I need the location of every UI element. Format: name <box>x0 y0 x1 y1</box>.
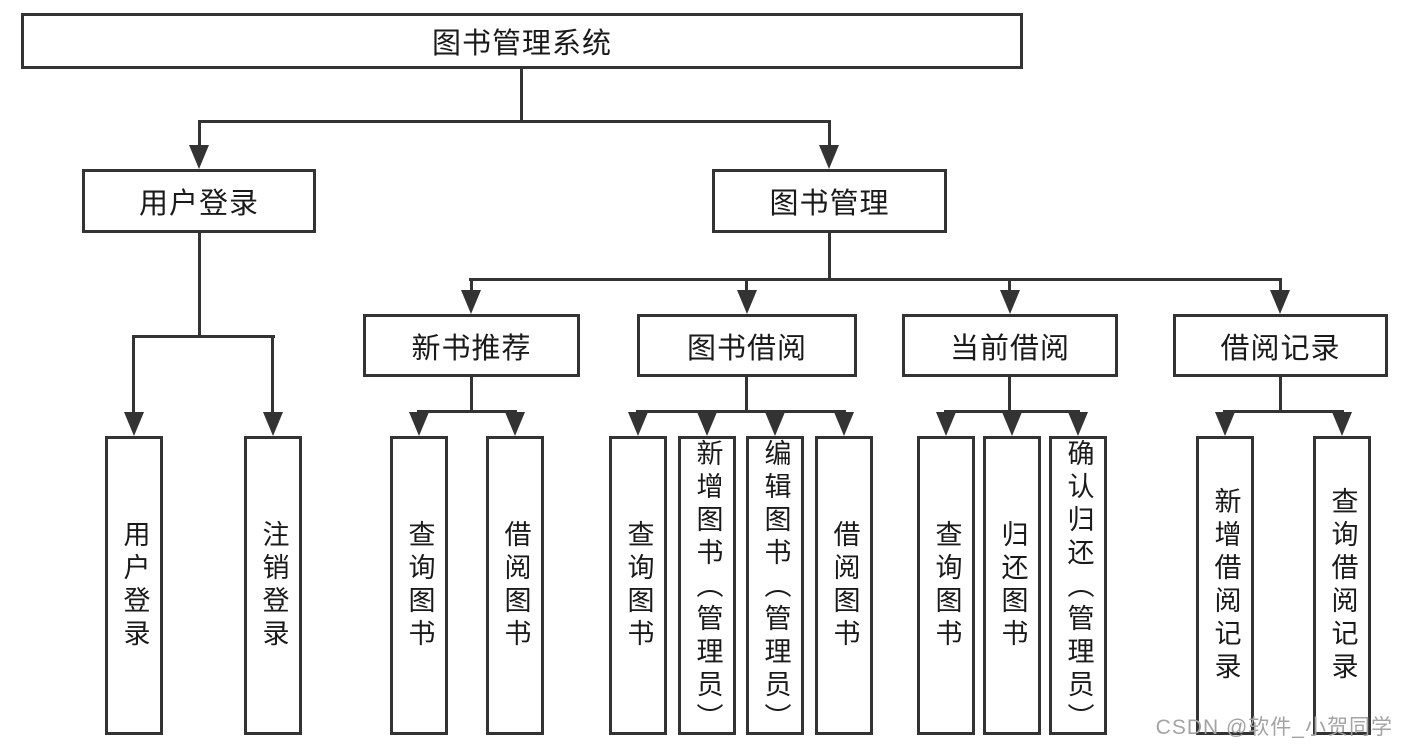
connector-line <box>1008 278 1011 292</box>
node-leaf-logout: 注销登录 <box>244 436 302 735</box>
node-book-management: 图书管理 <box>712 169 947 233</box>
connector-line <box>132 335 135 412</box>
node-book-borrowing: 图书借阅 <box>637 314 857 377</box>
connector-line <box>1008 377 1011 410</box>
arrowhead-icon <box>124 412 144 436</box>
node-leaf-query-borrow-record: 查询借阅记录 <box>1313 436 1371 735</box>
arrowhead-icon <box>737 290 757 314</box>
connector-line <box>417 410 517 413</box>
arrowhead-icon <box>765 412 785 436</box>
node-library-management-system: 图书管理系统 <box>21 13 1023 69</box>
node-leaf-query-books-3: 查询图书 <box>917 436 975 735</box>
connector-line <box>198 120 831 123</box>
connector-line <box>1279 377 1282 410</box>
arrowhead-icon <box>834 412 854 436</box>
connector-line <box>470 278 473 292</box>
arrowhead-icon <box>1215 412 1235 436</box>
arrowhead-icon <box>1332 412 1352 436</box>
node-current-borrowing: 当前借阅 <box>902 314 1118 377</box>
node-leaf-borrow-books-2: 借阅图书 <box>815 436 873 735</box>
connector-line <box>745 278 748 292</box>
connector-line <box>271 335 274 412</box>
arrowhead-icon <box>505 412 525 436</box>
arrowhead-icon <box>936 412 956 436</box>
connector-line <box>198 233 201 335</box>
node-leaf-confirm-return-admin: 确认归还（管理员） <box>1049 436 1107 736</box>
arrowhead-icon <box>461 290 481 314</box>
node-user-login: 用户登录 <box>82 169 316 233</box>
connector-line <box>520 69 523 120</box>
arrowhead-icon <box>1068 412 1088 436</box>
arrowhead-icon <box>819 145 839 169</box>
connector-line <box>198 120 201 147</box>
arrowhead-icon <box>628 412 648 436</box>
node-leaf-borrow-books-1: 借阅图书 <box>486 436 544 735</box>
connector-line <box>1279 278 1282 292</box>
arrowhead-icon <box>1000 290 1020 314</box>
node-borrowing-records: 借阅记录 <box>1173 314 1388 377</box>
node-leaf-query-books-2: 查询图书 <box>609 436 667 735</box>
arrowhead-icon <box>189 145 209 169</box>
node-leaf-add-book-admin: 新增图书（管理员） <box>678 436 736 736</box>
connector-line <box>944 410 1080 413</box>
node-leaf-add-borrow-record: 新增借阅记录 <box>1196 436 1254 735</box>
node-leaf-edit-book-admin: 编辑图书（管理员） <box>746 436 804 736</box>
connector-line <box>636 410 846 413</box>
node-leaf-user-login: 用户登录 <box>105 436 163 735</box>
connector-line <box>470 377 473 410</box>
arrowhead-icon <box>1270 290 1290 314</box>
connector-line <box>828 120 831 147</box>
connector-line <box>1223 410 1344 413</box>
arrowhead-icon <box>1002 412 1022 436</box>
node-leaf-return-books: 归还图书 <box>983 436 1041 735</box>
node-leaf-query-books-1: 查询图书 <box>390 436 448 735</box>
connector-line <box>745 377 748 410</box>
connector-line <box>828 233 831 278</box>
arrowhead-icon <box>263 412 283 436</box>
node-new-book-recommendation: 新书推荐 <box>363 314 580 377</box>
arrowhead-icon <box>409 412 429 436</box>
watermark-text: CSDN @软件_小贺同学 <box>1155 716 1393 739</box>
arrowhead-icon <box>697 412 717 436</box>
connector-line <box>132 335 275 338</box>
connector-line <box>469 278 1282 281</box>
